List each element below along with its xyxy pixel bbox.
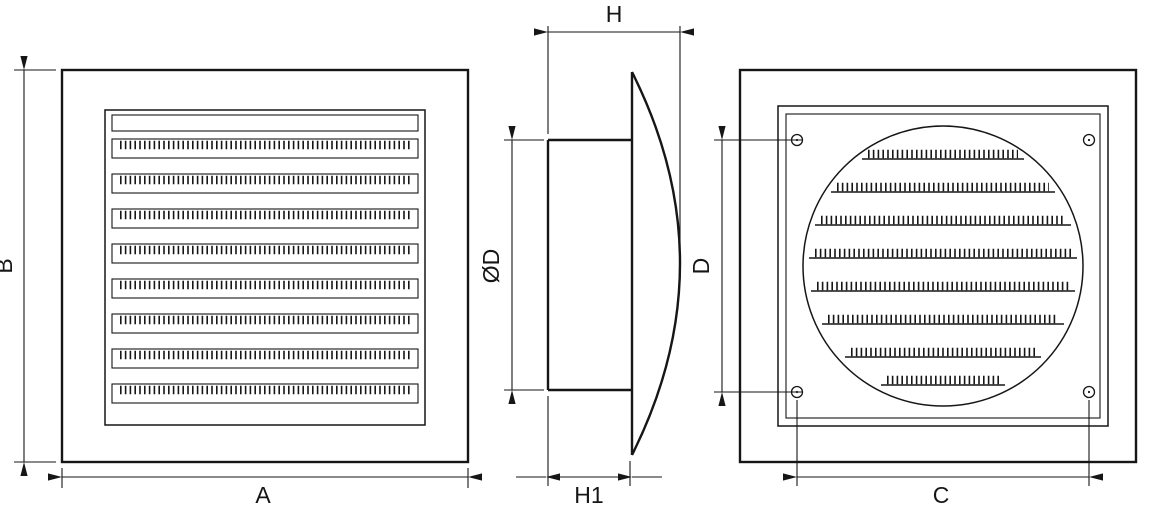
dim-label-d: D (688, 258, 714, 275)
back-outer-frame (738, 68, 1138, 464)
back-view: D C (688, 68, 1138, 508)
side-duct-collar (546, 138, 632, 392)
dimension-C: C (783, 400, 1103, 508)
front-top-slat (111, 114, 419, 132)
side-curved-face (630, 71, 682, 456)
dim-label-h: H (606, 1, 623, 27)
back-circular-opening (802, 125, 1084, 407)
screw-hole-top-right (1082, 133, 1096, 147)
side-view: H ØD H1 (478, 1, 694, 508)
screw-hole-bottom-right (1082, 385, 1096, 399)
dimension-A: A (48, 468, 482, 508)
front-louver-slats (111, 138, 419, 404)
dimension-B: B (0, 56, 56, 476)
front-outer-frame (60, 68, 470, 464)
back-grille-rows (809, 149, 1077, 386)
dim-label-b: B (0, 258, 17, 273)
dimension-H: H (534, 1, 694, 256)
back-inner-frame (777, 105, 1109, 427)
dim-label-h1: H1 (574, 482, 603, 508)
dim-label-c: C (933, 482, 950, 508)
dimension-H1: H1 (516, 396, 662, 508)
dim-label-a: A (255, 482, 271, 508)
back-inner-frame-2 (785, 113, 1101, 419)
front-louver-panel (104, 109, 426, 426)
dimension-D: D (688, 126, 802, 406)
front-view: B A (0, 56, 482, 508)
dimension-OD: ØD (478, 126, 544, 404)
dim-label-od: ØD (478, 249, 504, 284)
